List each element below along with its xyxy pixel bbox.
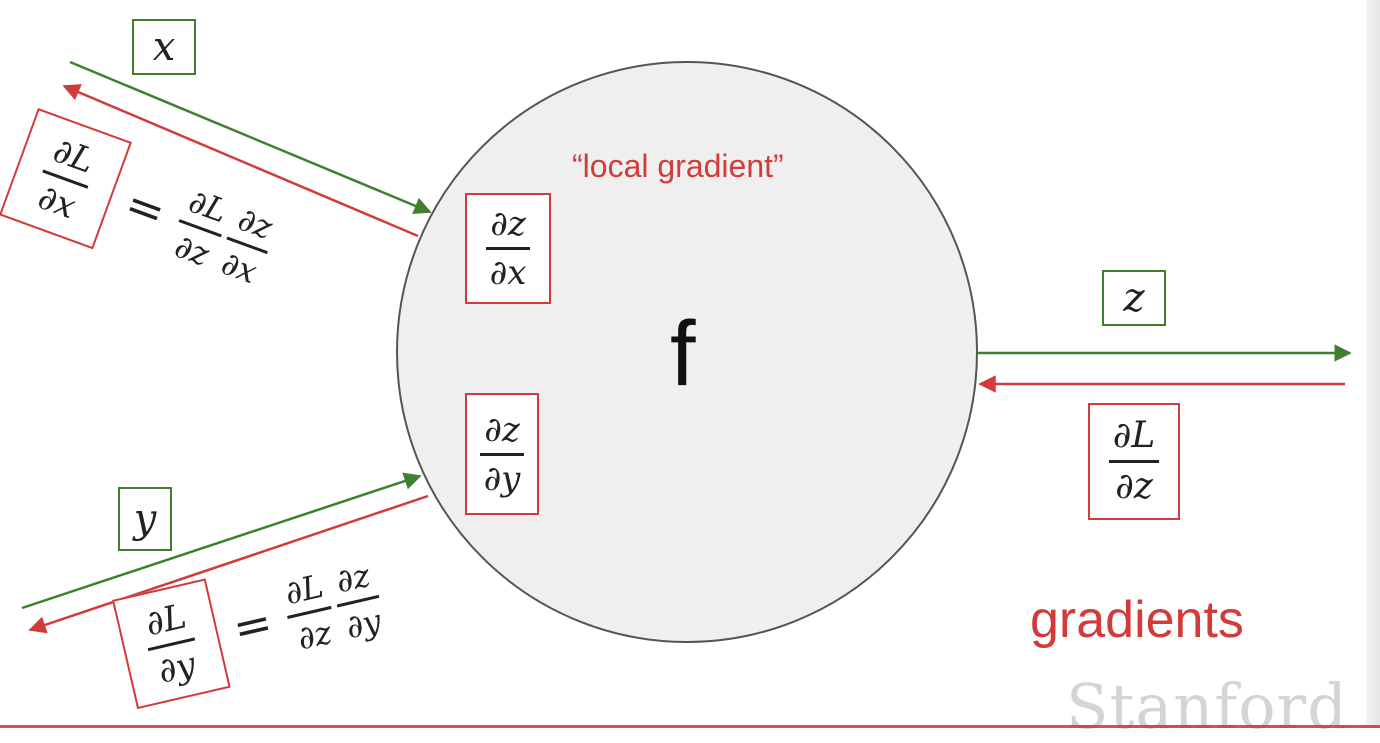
fraction-denominator: ∂z: [293, 612, 336, 658]
x-label: x: [152, 24, 176, 70]
fraction-numerator: ∂L: [281, 566, 327, 612]
fraction-numerator: ∂z: [490, 204, 526, 244]
fraction-numerator: ∂L: [141, 595, 190, 644]
fraction-denominator: ∂z: [1115, 466, 1153, 507]
fraction-numerator: ∂z: [484, 409, 520, 450]
fraction-numerator: ∂L: [1112, 415, 1156, 456]
gradients-label: gradients: [1030, 591, 1244, 649]
y-label-box: y: [118, 487, 172, 551]
local-gradient-dzdx-box: ∂z ∂x: [465, 193, 551, 304]
x-label-box: x: [132, 19, 196, 75]
fraction-denominator: ∂x: [489, 253, 527, 293]
fraction-denominator: ∂y: [483, 458, 521, 499]
equals-sign: =: [118, 175, 173, 240]
stanford-watermark: Stanford: [1066, 670, 1348, 743]
y-label: y: [133, 496, 157, 542]
y-backward-arrow: [28, 494, 429, 634]
y-forward-arrow: [21, 472, 422, 610]
equals-sign: =: [227, 594, 278, 656]
fraction-denominator: ∂y: [342, 601, 385, 646]
z-label: z: [1123, 275, 1145, 321]
upstream-gradient-dldz-box: ∂L ∂z: [1088, 403, 1180, 520]
fraction-numerator: ∂z: [332, 555, 374, 601]
local-gradient-caption: “local gradient”: [572, 148, 784, 184]
function-label: f: [670, 303, 696, 405]
downstream-gradient-dldy: ∂L ∂y: [138, 596, 205, 692]
x-forward-arrow: [69, 60, 432, 215]
downstream-gradient-dldx: ∂L ∂x: [28, 130, 103, 228]
x-backward-arrow: [62, 84, 419, 238]
local-gradient-dzdy: ∂z ∂y: [479, 409, 525, 499]
bottom-rule: [0, 725, 1380, 728]
local-gradient-dzdy-box: ∂z ∂y: [465, 393, 539, 515]
z-label-box: z: [1102, 270, 1166, 326]
upstream-gradient-dldz: ∂L ∂z: [1108, 415, 1160, 507]
local-gradient-dzdx: ∂z ∂x: [485, 204, 531, 293]
fraction-denominator: ∂y: [154, 644, 200, 692]
slide-edge: [1366, 0, 1380, 728]
